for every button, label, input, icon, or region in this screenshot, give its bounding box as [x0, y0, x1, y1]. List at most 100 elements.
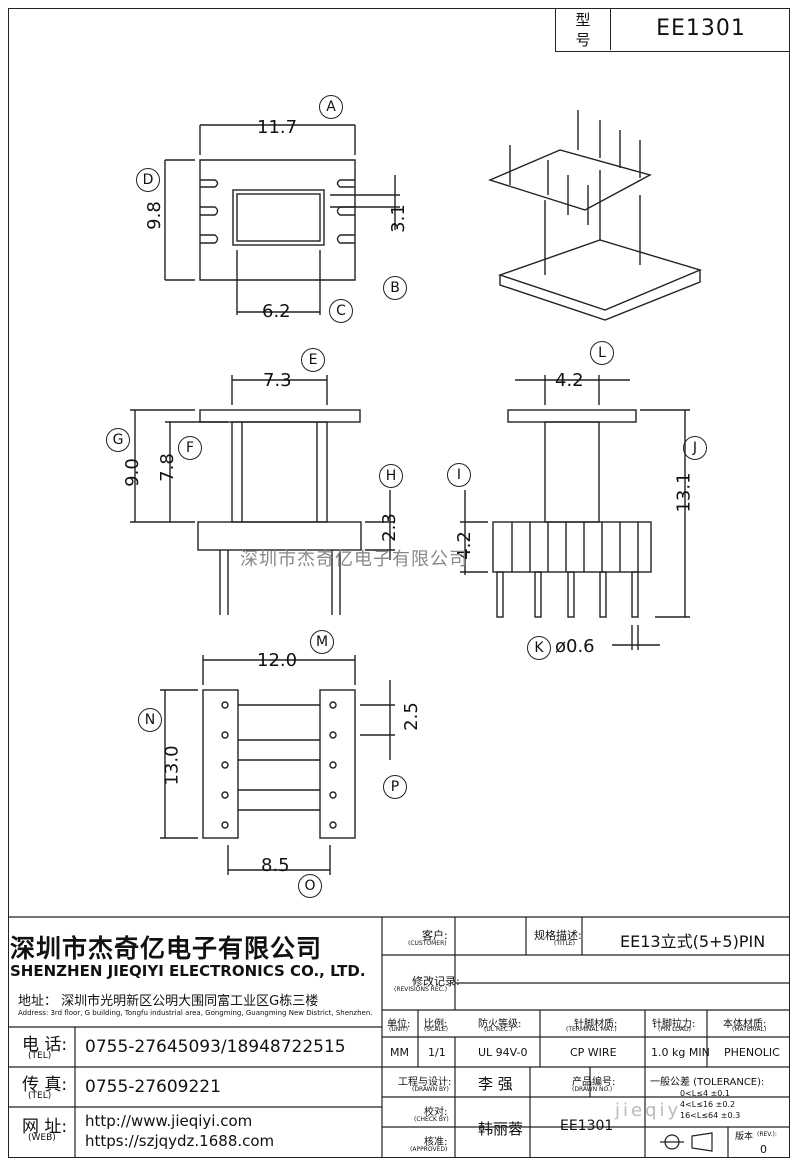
scale-sub: (SCALE) — [424, 1026, 448, 1033]
address-cn: 地址： 深圳市光明新区公明大围同富工业区G栋三楼 — [18, 994, 319, 1009]
callout-m: M — [310, 630, 334, 654]
web-value-1[interactable]: http://www.jieqiyi.com — [85, 1112, 253, 1130]
dim-e: 7.3 — [263, 370, 292, 391]
callout-c: C — [329, 299, 353, 323]
scale-label: 比例: — [424, 1019, 448, 1030]
front-view — [130, 375, 395, 615]
dim-b: 3.1 — [387, 204, 409, 233]
dim-o: 8.5 — [261, 855, 290, 876]
tel-label: 电 话: — [22, 1035, 68, 1055]
callout-i: I — [447, 463, 471, 487]
callout-p: P — [383, 775, 407, 799]
pinload-value: 1.0 kg MIN — [651, 1046, 710, 1059]
drawn-no-sub: (DRAWN NO.) — [572, 1086, 613, 1093]
ul-sub: (UL REC.) — [484, 1026, 513, 1033]
top-view — [164, 124, 400, 315]
company-name-en: SHENZHEN JIEQIYI ELECTRONICS CO., LTD. — [10, 962, 366, 980]
drawn-value: 李 强 — [478, 1075, 513, 1093]
callout-a: A — [319, 95, 343, 119]
callout-k: K — [527, 636, 551, 660]
dim-d: 9.8 — [143, 201, 165, 230]
revisions-label: 修改记录: — [412, 975, 460, 988]
web-sub: (WEB) — [28, 1133, 56, 1143]
tolerance-row-3: 16<L≤64 ±0.3 — [680, 1111, 741, 1120]
tel-value: 0755-27645093/18948722515 — [85, 1037, 346, 1057]
address-en: Address: 3rd floor, G building, Tongfu i… — [18, 1009, 373, 1017]
title-label: 规格描述: — [534, 929, 582, 942]
dim-m: 12.0 — [257, 650, 298, 671]
title-value: EE13立式(5+5)PIN — [620, 932, 766, 951]
web-label: 网 址: — [22, 1117, 68, 1137]
watermark-bottom: jieqiy — [615, 1100, 682, 1121]
dim-j: 13.1 — [673, 472, 695, 513]
isometric-view — [487, 110, 703, 321]
material-label: 本体材质: — [723, 1019, 767, 1030]
tolerance-label: 一般公差 (TOLERANCE): — [650, 1077, 765, 1088]
model-value: EE1301 — [656, 16, 746, 41]
title-sub: (TITLE) — [554, 940, 575, 947]
technical-drawing — [130, 110, 703, 875]
revisions-sub: (REVISIONS REC.) — [394, 986, 448, 993]
approved-label: 核准: — [424, 1137, 448, 1148]
callout-f: F — [178, 436, 202, 460]
bottom-view — [160, 655, 395, 875]
drawn-sub: (DRAWN BY) — [412, 1086, 449, 1093]
customer-label: 客户: — [422, 929, 448, 942]
callout-h: H — [379, 464, 403, 488]
tel-sub: (TEL) — [28, 1051, 52, 1061]
callout-o: O — [298, 874, 322, 898]
rev-sub: (REV.): — [757, 1131, 777, 1138]
dim-n: 13.0 — [161, 745, 183, 786]
dim-a: 11.7 — [257, 117, 298, 138]
approved-sub: (APPROVED) — [410, 1146, 448, 1153]
approved-value: 韩丽蓉 — [478, 1120, 524, 1138]
drawing-frame — [8, 8, 790, 1158]
callout-g: G — [106, 428, 130, 452]
terminal-sub: (TERMINAL MAT.) — [566, 1026, 617, 1033]
tolerance-row-1: 0<L≤4 ±0.1 — [680, 1089, 731, 1098]
terminal-label: 针脚材质: — [574, 1019, 618, 1030]
ul-label: 防火等级: — [478, 1019, 522, 1030]
callout-j: J — [683, 436, 707, 460]
check-sub: (CHECK BY) — [414, 1116, 449, 1123]
drawn-no-value: EE1301 — [560, 1118, 614, 1134]
callout-d: D — [136, 168, 160, 192]
pinload-sub: (PIN LOAD) — [658, 1026, 691, 1033]
rev-value: 0 — [760, 1143, 767, 1156]
unit-label: 单位: — [387, 1019, 411, 1030]
dim-g: 9.0 — [121, 458, 143, 487]
fax-sub: (TEL) — [28, 1091, 52, 1101]
callout-b: B — [383, 276, 407, 300]
terminal-value: CP WIRE — [570, 1046, 617, 1059]
watermark-text: 深圳市杰奇亿电子有限公司 — [240, 549, 468, 570]
side-view — [460, 375, 690, 650]
pinload-label: 针脚拉力: — [652, 1019, 696, 1030]
fax-value: 0755-27609221 — [85, 1077, 221, 1097]
model-box: 型号 EE1301 — [555, 8, 790, 52]
ul-value: UL 94V-0 — [478, 1046, 528, 1059]
scale-value: 1/1 — [428, 1046, 446, 1059]
web-value-2[interactable]: https://szjqydz.1688.com — [85, 1132, 275, 1150]
tolerance-row-2: 4<L≤16 ±0.2 — [680, 1100, 736, 1109]
callout-n: N — [138, 708, 162, 732]
unit-value: MM — [390, 1046, 409, 1059]
customer-sub: (CUSTOMER) — [408, 940, 447, 947]
drawn-no-label: 产品编号: — [572, 1077, 616, 1088]
callout-l: L — [590, 341, 614, 365]
dim-p: 2.5 — [400, 702, 422, 731]
material-value: PHENOLIC — [724, 1046, 780, 1059]
drawn-label: 工程与设计: — [398, 1077, 452, 1088]
dim-l: 4.2 — [555, 370, 584, 391]
dim-h: 2.3 — [378, 513, 400, 542]
material-sub: (MATERIAL) — [732, 1026, 767, 1033]
fax-label: 传 真: — [22, 1075, 68, 1095]
check-label: 校对: — [424, 1107, 448, 1118]
dim-c: 6.2 — [262, 301, 291, 322]
model-label: 型号 — [556, 8, 611, 50]
unit-sub: (UNIT) — [389, 1026, 408, 1033]
dim-f: 7.8 — [156, 453, 178, 482]
dim-k: ø0.6 — [555, 636, 595, 657]
callout-e: E — [301, 348, 325, 372]
company-name-cn: 深圳市杰奇亿电子有限公司 — [10, 934, 323, 963]
rev-label: 版本 — [735, 1132, 754, 1142]
